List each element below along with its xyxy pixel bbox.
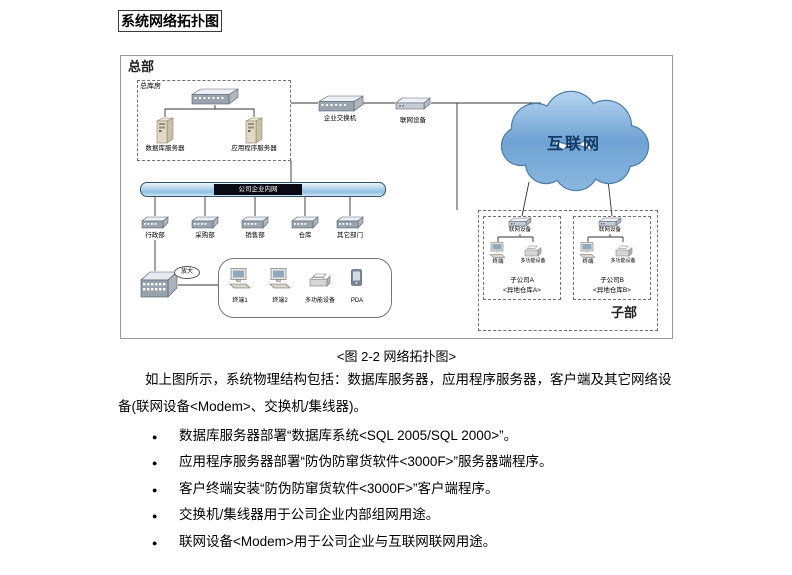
enterprise-switch-label: 企业交换机 [323, 115, 357, 122]
intro-paragraph: 如上图所示，系统物理结构包括：数据库服务器，应用程序服务器，客户端及其它网络设备… [118, 372, 672, 414]
terminal1-icon [229, 268, 251, 289]
terminal2-label: 终端2 [272, 298, 288, 304]
intranet-bar: 公司企业内网 [140, 182, 386, 197]
terminal2-icon [269, 268, 291, 289]
bullet-marker: ● [152, 511, 158, 522]
warehouse-box [137, 80, 291, 161]
pda-icon [351, 269, 362, 286]
figure-caption: <图 2-2 网络拓扑图> [336, 349, 457, 364]
bullet-text: 客户终端安装“防伪防窜货软件<3000F>”客户端程序。 [179, 480, 499, 496]
branch-b-box [573, 216, 651, 300]
app-server-icon [245, 117, 263, 144]
enterprise-switch-icon [318, 95, 364, 112]
branch-b-mfd-icon [615, 245, 633, 257]
lan-group-box [218, 258, 392, 318]
warehouse-switch-icon [191, 88, 239, 105]
branch-section-label: 子部 [611, 305, 638, 320]
net-device-icon [395, 97, 431, 110]
bullet-item: ● 应用程序服务器部署“防伪防窜货软件<3000F>”服务器端程序。 [152, 450, 672, 476]
branch-a-name: 子公司A [510, 277, 534, 284]
big-switch-icon [140, 271, 178, 298]
bullet-marker: ● [152, 432, 158, 442]
bullet-item: ● 客户终端安装“防伪防窜货软件<3000F>”客户端程序。 [152, 477, 672, 503]
headquarters-label: 总部 [128, 59, 155, 74]
branch-b-net-device-label: 联网设备 [598, 227, 621, 233]
dept-switch-icon [191, 216, 219, 229]
network-topology-figure: 总部 互联网 总库房 数据库服务器 应用程 [120, 55, 673, 339]
branch-a-box [483, 216, 561, 300]
branch-b-net-device-icon [598, 217, 622, 227]
warehouse-label: 总库房 [140, 83, 161, 90]
bullet-marker: ● [152, 458, 158, 469]
branch-a-net-device-label: 联网设备 [508, 227, 531, 233]
bullet-marker: ● [152, 537, 158, 548]
bullet-item: ● 数据库服务器部署“数据库系统<SQL 2005/SQL 2000>”。 [152, 424, 672, 450]
mfd-printer-icon [309, 273, 331, 287]
branch-b-terminal-icon [579, 242, 596, 258]
dept-switch-icon [291, 216, 319, 229]
bullet-item: ● 联网设备<Modem>用于公司企业与互联网联网用途。 [152, 530, 672, 556]
internet-label: 互联网 [546, 136, 601, 153]
net-device-label: 联网设备 [400, 117, 426, 124]
branch-b-mfd-label: 多功能设备 [610, 258, 636, 264]
bullet-item: ● 交换机/集线器用于公司企业内部组网用途。 [152, 503, 672, 529]
branch-b-terminal-label: 终端 [582, 259, 594, 265]
mfd-label: 多功能设备 [304, 298, 335, 304]
bullet-text: 数据库服务器部署“数据库系统<SQL 2005/SQL 2000>”。 [179, 428, 518, 443]
branch-b-name: 子公司B [600, 277, 624, 284]
bullet-text: 应用程序服务器部署“防伪防窜货软件<3000F>”服务器端程序。 [179, 454, 553, 470]
branch-b-sub-name: <异地仓库B> [593, 287, 631, 294]
branch-a-mfd-icon [524, 245, 542, 257]
dept-label: 销售部 [245, 232, 265, 239]
database-server-label: 数据库服务器 [145, 145, 185, 152]
terminal1-label: 终端1 [232, 298, 248, 304]
app-server-label: 应用程序服务器 [231, 145, 277, 152]
database-server-icon [156, 117, 174, 144]
branch-section-box [478, 210, 658, 331]
dept-switch-icon [241, 216, 269, 229]
dept-label: 仓库 [298, 232, 312, 239]
branch-a-mfd-label: 多功能设备 [520, 258, 546, 264]
dept-label: 其它部门 [337, 232, 363, 239]
page-title: 系统网络拓扑图 [118, 10, 222, 33]
dept-label: 采购部 [195, 232, 215, 239]
bullet-text: 交换机/集线器用于公司企业内部组网用途。 [179, 507, 440, 523]
dept-switch-icon [336, 216, 364, 229]
bullet-marker: ● [152, 484, 158, 495]
connector-lines [154, 90, 650, 286]
pda-label: PDA [350, 298, 364, 304]
branch-a-terminal-label: 终端 [492, 259, 504, 265]
branch-a-net-device-icon [508, 217, 532, 227]
dept-switch-icon [141, 216, 169, 229]
internet-cloud-icon [500, 90, 650, 192]
bullet-text: 联网设备<Modem>用于公司企业与互联网联网用途。 [179, 533, 497, 549]
dept-label: 行政部 [145, 232, 165, 239]
zoom-callout: 放大 [174, 266, 200, 279]
intranet-label: 公司企业内网 [214, 184, 302, 195]
bullet-list: ● 数据库服务器部署“数据库系统<SQL 2005/SQL 2000>”。 ● … [152, 424, 672, 556]
branch-a-sub-name: <异地仓库A> [503, 287, 541, 294]
branch-a-terminal-icon [489, 242, 506, 258]
